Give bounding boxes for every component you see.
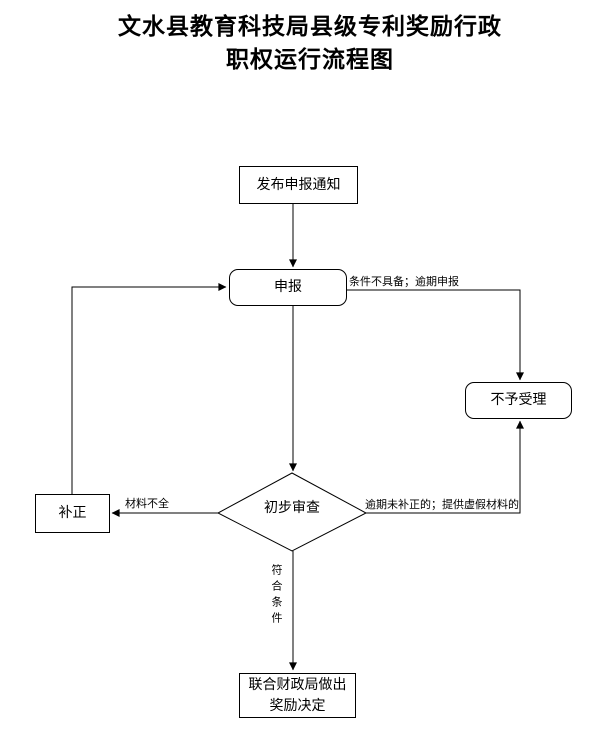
node-reward-decision-line2: 奖励决定	[269, 698, 326, 714]
node-publish-notice: 发布申报通知	[239, 166, 358, 204]
decision-diamond-shape	[216, 472, 368, 552]
page-title: 文水县教育科技局县级专利奖励行政 职权运行流程图	[0, 10, 600, 76]
node-apply-label: 申报	[274, 280, 302, 295]
connector-review-to-reject	[366, 420, 524, 514]
edge-label-materials-incomplete: 材料不全	[125, 498, 169, 510]
connector-apply-to-reject	[347, 289, 524, 381]
edge-label-overdue-or-false-materials: 逾期未补正的；提供虚假材料的	[365, 499, 519, 511]
node-correction-label: 补正	[58, 506, 87, 521]
node-preliminary-review-label: 初步审查	[264, 501, 320, 516]
node-preliminary-review: 初步审查	[218, 497, 366, 517]
node-not-accepted-label: 不予受理	[490, 393, 547, 408]
page-title-line2: 职权运行流程图	[226, 47, 394, 72]
edge-label-meets-conditions: 符合条件	[270, 564, 282, 628]
node-reward-decision: 联合财政局做出 奖励决定	[239, 673, 356, 718]
edge-label-conditions-not-met: 条件不具备；逾期申报	[349, 276, 459, 288]
node-correction: 补正	[35, 494, 110, 533]
node-reward-decision-line1: 联合财政局做出	[248, 677, 347, 693]
page-title-line1: 文水县教育科技局县级专利奖励行政	[118, 14, 502, 39]
node-publish-notice-label: 发布申报通知	[256, 177, 341, 193]
node-apply: 申报	[229, 269, 347, 306]
connector-correct-to-apply	[71, 283, 227, 494]
node-not-accepted: 不予受理	[465, 382, 572, 419]
